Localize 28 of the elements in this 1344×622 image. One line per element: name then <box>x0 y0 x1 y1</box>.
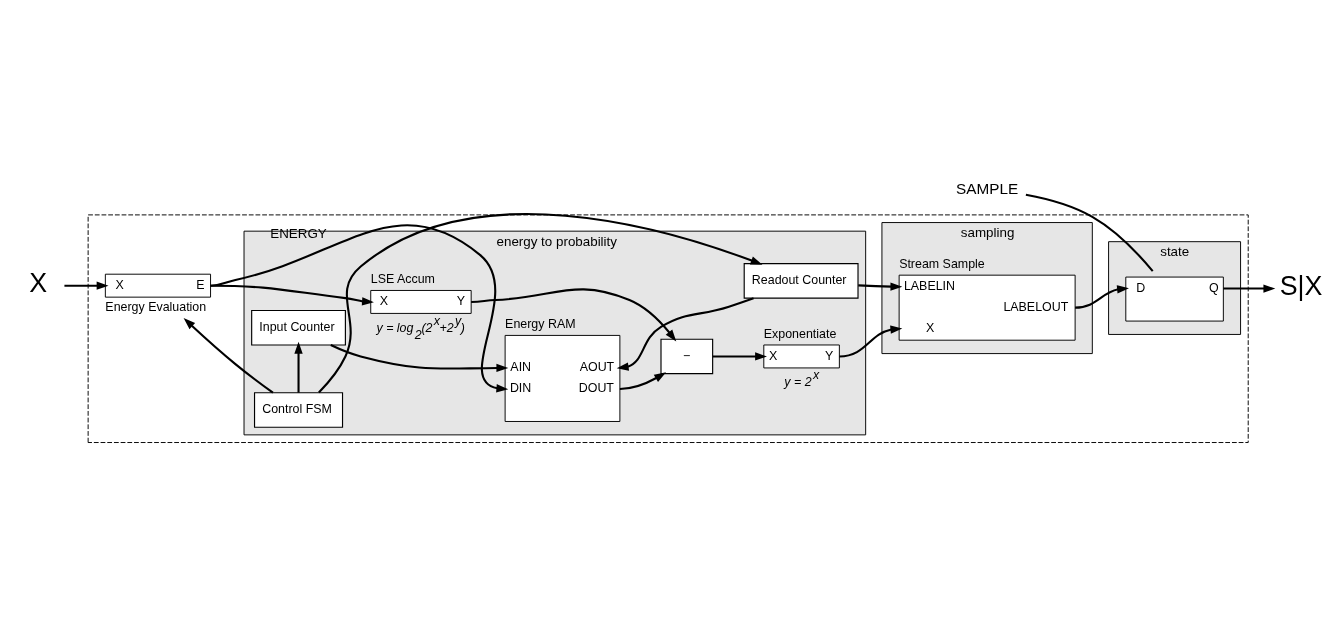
node-label: Exponentiate <box>763 326 837 341</box>
arrow <box>712 351 767 361</box>
arrow <box>64 281 109 290</box>
node-text: X <box>29 267 48 298</box>
arrow <box>294 341 303 393</box>
arrow <box>619 371 667 390</box>
node-text: SAMPLE <box>956 179 1019 197</box>
arrow <box>471 287 677 341</box>
node-box: Control FSM <box>253 391 344 428</box>
arrow <box>318 212 763 393</box>
arrow <box>210 223 509 392</box>
node-box: − <box>660 338 714 374</box>
arrow <box>616 296 754 371</box>
node-label: Energy RAM <box>505 316 576 331</box>
arrow <box>858 281 903 291</box>
arrow <box>210 284 374 306</box>
node-box: Input Counter <box>251 309 346 346</box>
arrow <box>183 317 274 394</box>
connector <box>1025 193 1154 272</box>
node-text: S|X <box>1279 270 1323 301</box>
node-box: Readout Counter <box>743 262 859 299</box>
arrow <box>330 343 509 372</box>
node-label: Energy Evaluation <box>105 299 207 314</box>
arrow <box>1223 283 1276 293</box>
arrow <box>1075 284 1129 309</box>
arrow <box>839 324 903 357</box>
node-label: LSE Accum <box>370 271 435 286</box>
node-label: Stream Sample <box>899 256 985 271</box>
